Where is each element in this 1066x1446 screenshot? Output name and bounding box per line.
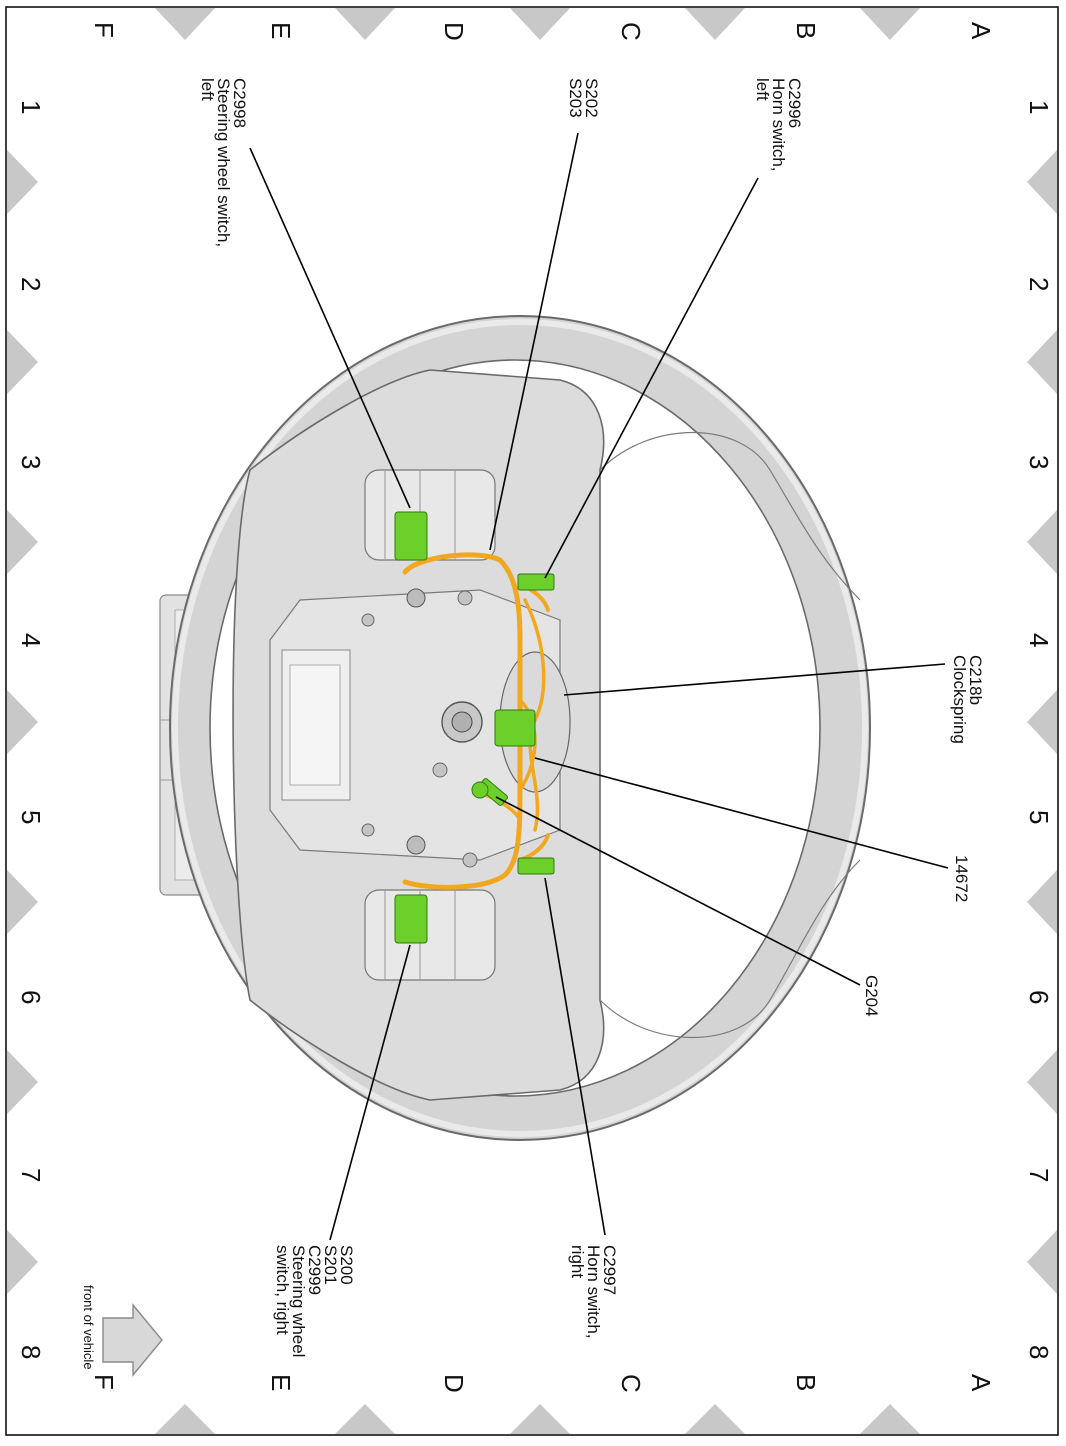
callout-g204: G204	[862, 975, 881, 1017]
grid-row-labels-top: A B C D E F	[89, 22, 996, 41]
connector-c218b	[494, 709, 536, 747]
grid-edge-markers	[7, 8, 1057, 1434]
row-label-f-top: F	[89, 22, 119, 38]
front-of-vehicle-label: front of vehicle	[81, 1285, 96, 1370]
leader-s202	[489, 132, 579, 551]
connector-c2996	[517, 573, 555, 591]
col-label-5-left: 5	[16, 810, 46, 824]
callout-g204-line1: G204	[862, 975, 881, 1017]
callout-c2998-line3: left	[198, 78, 217, 101]
callout-14672: 14672	[952, 855, 971, 902]
row-label-c-bottom: C	[616, 1374, 646, 1393]
callout-c218b-line2: Clockspring	[950, 655, 969, 744]
diagram-border	[5, 6, 1059, 1436]
callout-s200-line2: S201	[321, 1245, 340, 1285]
col-label-2-right: 2	[1024, 277, 1054, 291]
col-label-4-right: 4	[1024, 633, 1054, 647]
col-label-4-left: 4	[16, 633, 46, 647]
callout-c2998-line1: C2998	[230, 78, 249, 128]
row-label-e-top: E	[266, 22, 296, 39]
col-label-7-left: 7	[16, 1168, 46, 1182]
callout-c2998: C2998 Steering wheel switch, left	[198, 78, 249, 247]
callout-s200-line1: S200	[337, 1245, 356, 1285]
callout-c218b: C218b Clockspring	[950, 655, 985, 744]
col-label-3-right: 3	[1024, 455, 1054, 469]
col-label-5-right: 5	[1024, 810, 1054, 824]
callout-c2997-line1: C2997	[600, 1245, 619, 1295]
callout-c2997-line2: Horn switch,	[584, 1245, 603, 1339]
grid-row-labels-bottom: A B C D E F	[89, 1374, 996, 1393]
connector-c2997	[517, 857, 555, 875]
callout-c2996-line2: Horn switch,	[769, 78, 788, 172]
callout-14672-line1: 14672	[952, 855, 971, 902]
callout-s202: S202 S203	[566, 78, 601, 118]
leader-c2998	[249, 147, 411, 509]
col-label-3-left: 3	[16, 455, 46, 469]
row-label-b-top: B	[791, 22, 821, 39]
col-label-6-right: 6	[1024, 990, 1054, 1004]
callout-c2997: C2997 Horn switch, right	[568, 1245, 619, 1339]
col-label-2-left: 2	[16, 277, 46, 291]
callout-c218b-line1: C218b	[966, 655, 985, 705]
leader-lines	[249, 132, 949, 1241]
grid-column-labels-left: 1 2 3 4 5 6 7 8	[16, 100, 46, 1359]
leader-14672	[534, 757, 949, 869]
connector-c2998	[394, 511, 428, 561]
row-label-f-bottom: F	[89, 1374, 119, 1390]
callout-c2996: C2996 Horn switch, left	[753, 78, 804, 172]
grid-column-labels-right: 1 2 3 4 5 6 7 8	[1024, 100, 1054, 1359]
row-label-e-bottom: E	[266, 1374, 296, 1391]
leader-c2997	[544, 877, 606, 1236]
row-label-a-bottom: A	[966, 1374, 996, 1392]
col-label-1-right: 1	[1024, 100, 1054, 114]
callout-c2997-line3: right	[568, 1245, 587, 1278]
callout-s200-line4: Steering wheel	[289, 1245, 308, 1357]
connector-c2999	[394, 894, 428, 944]
col-label-7-right: 7	[1024, 1168, 1054, 1182]
leader-g204	[495, 796, 861, 986]
callout-s200-line3: C2999	[305, 1245, 324, 1295]
col-label-8-left: 8	[16, 1345, 46, 1359]
col-label-1-left: 1	[16, 100, 46, 114]
row-label-d-top: D	[439, 22, 469, 41]
callout-c2996-line3: left	[753, 78, 772, 101]
harness-main-trunk	[402, 552, 523, 890]
front-arrow-icon	[102, 1303, 163, 1377]
front-of-vehicle-indicator: front of vehicle	[81, 1285, 163, 1377]
callout-s202-line1: S202	[582, 78, 601, 118]
leader-c2996	[544, 177, 759, 579]
callout-s200-line5: switch, right	[273, 1245, 292, 1335]
row-label-c-top: C	[616, 22, 646, 41]
callout-c2998-line2: Steering wheel switch,	[214, 78, 233, 247]
row-label-d-bottom: D	[439, 1374, 469, 1393]
callout-s202-line2: S203	[566, 78, 585, 118]
leader-s200	[329, 944, 411, 1241]
row-label-a-top: A	[966, 22, 996, 40]
col-label-8-right: 8	[1024, 1345, 1054, 1359]
col-label-6-left: 6	[16, 990, 46, 1004]
callout-s200: S200 S201 C2999 Steering wheel switch, r…	[273, 1245, 356, 1357]
callout-c2996-line1: C2996	[785, 78, 804, 128]
leader-c218b	[563, 663, 946, 696]
row-label-b-bottom: B	[791, 1374, 821, 1391]
